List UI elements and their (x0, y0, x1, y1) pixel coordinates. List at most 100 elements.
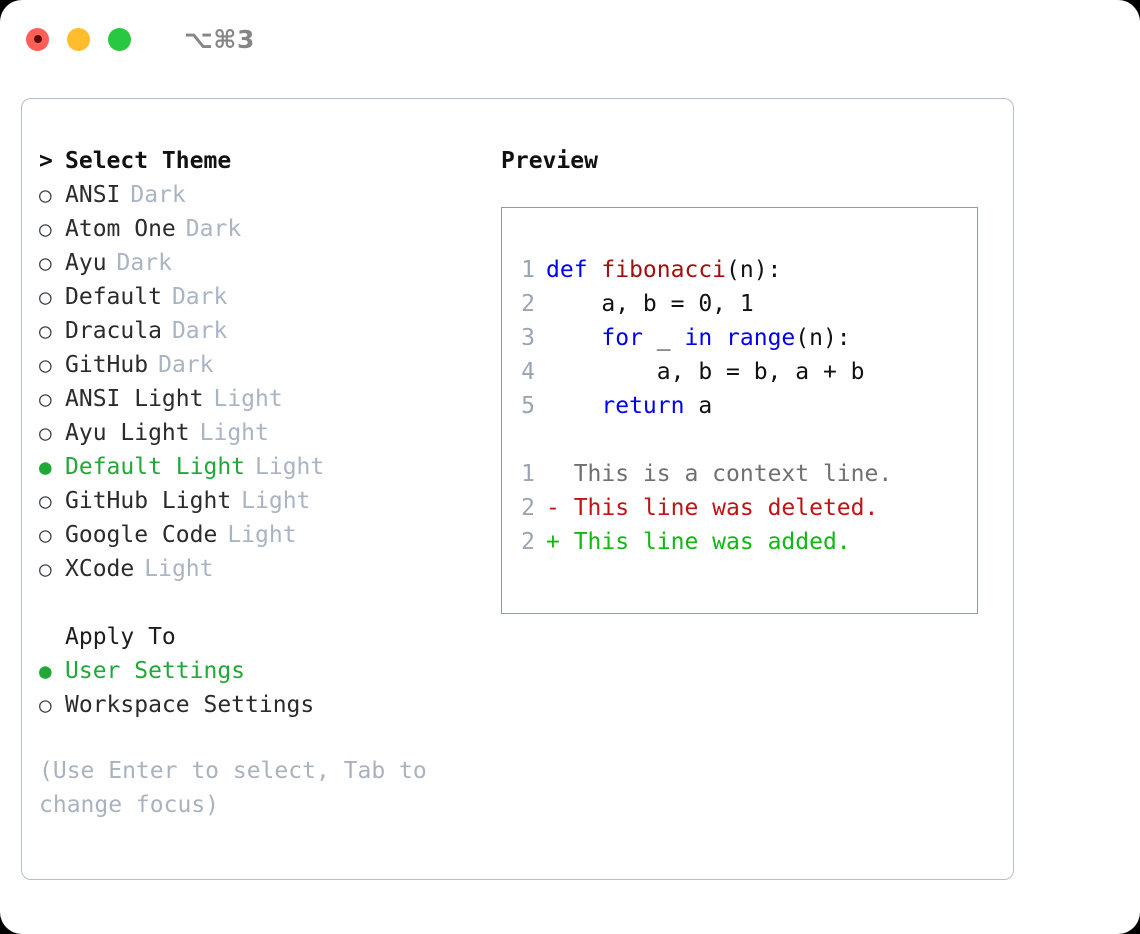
theme-variant-tag: Dark (116, 250, 172, 276)
keyboard-hint-text: (Use Enter to select, Tab to change focu… (39, 758, 427, 818)
radio-selected-icon: ● (39, 454, 52, 479)
radio-unselected-icon: ○ (39, 488, 52, 513)
page-title: Select Theme (65, 148, 232, 174)
theme-variant-tag: Light (199, 420, 269, 446)
diff-line: 2 + This line was added. (521, 525, 892, 559)
code-line: 3 for _ in range(n): (521, 321, 892, 355)
code-token: for (601, 325, 643, 351)
code-line: 2 a, b = 0, 1 (521, 287, 892, 321)
code-token: (n): (726, 257, 782, 283)
preview-title: Preview (501, 148, 598, 174)
theme-variant-tag: Light (255, 454, 325, 480)
theme-name-label: Atom One (65, 216, 176, 242)
line-number: 1 (521, 461, 535, 487)
theme-name-label: ANSI Light (65, 386, 204, 412)
line-number: 5 (521, 393, 535, 419)
apply-to-header: Apply To (65, 624, 176, 650)
theme-variant-tag: Dark (130, 182, 186, 208)
theme-variant-tag: Dark (158, 352, 214, 378)
code-token: fibonacci (601, 257, 727, 283)
radio-selected-icon: ● (39, 658, 52, 683)
code-blank-line (521, 423, 892, 457)
theme-variant-tag: Dark (185, 216, 242, 242)
theme-variant-tag: Light (213, 386, 283, 412)
radio-unselected-icon: ○ (39, 352, 52, 377)
theme-variant-tag: Dark (171, 318, 228, 344)
select-theme-header: > Select Theme (39, 144, 469, 178)
theme-name-label: Google Code (65, 522, 218, 548)
theme-name-label: ANSI (65, 182, 121, 208)
code-token: return (601, 393, 685, 419)
line-number: 2 (521, 291, 535, 317)
radio-unselected-icon: ○ (39, 250, 52, 275)
apply-to-label: User Settings (65, 658, 246, 684)
radio-unselected-icon: ○ (39, 692, 52, 717)
theme-list-item[interactable]: ○ GitHub Dark (39, 348, 469, 382)
theme-variant-tag: Light (227, 522, 297, 548)
theme-name-label: Ayu Light (65, 420, 190, 446)
diff-marker: + (546, 529, 560, 555)
line-number: 4 (521, 359, 535, 385)
diff-line: 2- This line was deleted. (521, 491, 892, 525)
line-number: 2 (521, 529, 535, 555)
diff-text: This line was deleted. (559, 495, 879, 521)
theme-list-item[interactable]: ○ Ayu Dark (39, 246, 469, 280)
apply-to-label: Workspace Settings (65, 692, 315, 718)
apply-to-option[interactable]: ○ Workspace Settings (39, 688, 469, 722)
code-token: def (546, 257, 602, 283)
theme-name-label: Ayu (65, 250, 107, 276)
code-token: a, b = 0, 1 (546, 291, 754, 317)
theme-list-item[interactable]: ○ Default Dark (39, 280, 469, 314)
code-line: 4 a, b = b, a + b (521, 355, 892, 389)
apply-to-option[interactable]: ● User Settings (39, 654, 469, 688)
theme-list-item[interactable]: ○ Ayu Light Light (39, 416, 469, 450)
diff-marker (546, 461, 560, 487)
code-token: (n): (795, 325, 851, 351)
theme-name-label: GitHub (65, 352, 149, 378)
radio-unselected-icon: ○ (39, 556, 52, 581)
code-token: _ (642, 325, 685, 351)
theme-list-item[interactable]: ● Default Light Light (39, 450, 469, 484)
window-controls (26, 27, 131, 51)
radio-unselected-icon: ○ (39, 284, 52, 309)
code-token: a, b = b, a + b (546, 359, 865, 385)
radio-unselected-icon: ○ (39, 182, 52, 207)
diff-line: 1 This is a context line. (521, 457, 892, 491)
title-bar: ⌥⌘3 (0, 0, 1140, 78)
line-number: 2 (521, 495, 535, 521)
caret-icon: > (39, 148, 53, 174)
theme-list-item[interactable]: ○ ANSI Dark (39, 178, 469, 212)
radio-unselected-icon: ○ (39, 386, 52, 411)
theme-variant-tag: Light (241, 488, 311, 514)
theme-variant-tag: Light (144, 556, 214, 582)
maximize-button-icon[interactable] (108, 27, 131, 51)
theme-name-label: Default (65, 284, 162, 310)
radio-unselected-icon: ○ (39, 318, 52, 343)
theme-name-label: Dracula (65, 318, 162, 344)
diff-text: This line was added. (559, 529, 851, 555)
line-number: 3 (521, 325, 535, 351)
theme-list-item[interactable]: ○ Dracula Dark (39, 314, 469, 348)
theme-variant-tag: Dark (171, 284, 228, 310)
diff-marker: - (546, 495, 560, 521)
theme-name-label: Default Light (65, 454, 246, 480)
close-button-icon[interactable] (26, 27, 49, 51)
theme-list-item[interactable]: ○ ANSI Light Light (39, 382, 469, 416)
diff-text: This is a context line. (559, 461, 893, 487)
keyboard-shortcut-label: ⌥⌘3 (184, 24, 255, 54)
code-line: 5 return a (521, 389, 892, 423)
minimize-button-icon[interactable] (67, 27, 90, 51)
radio-unselected-icon: ○ (39, 420, 52, 445)
list-spacer (39, 586, 469, 620)
code-token: a (684, 393, 713, 419)
